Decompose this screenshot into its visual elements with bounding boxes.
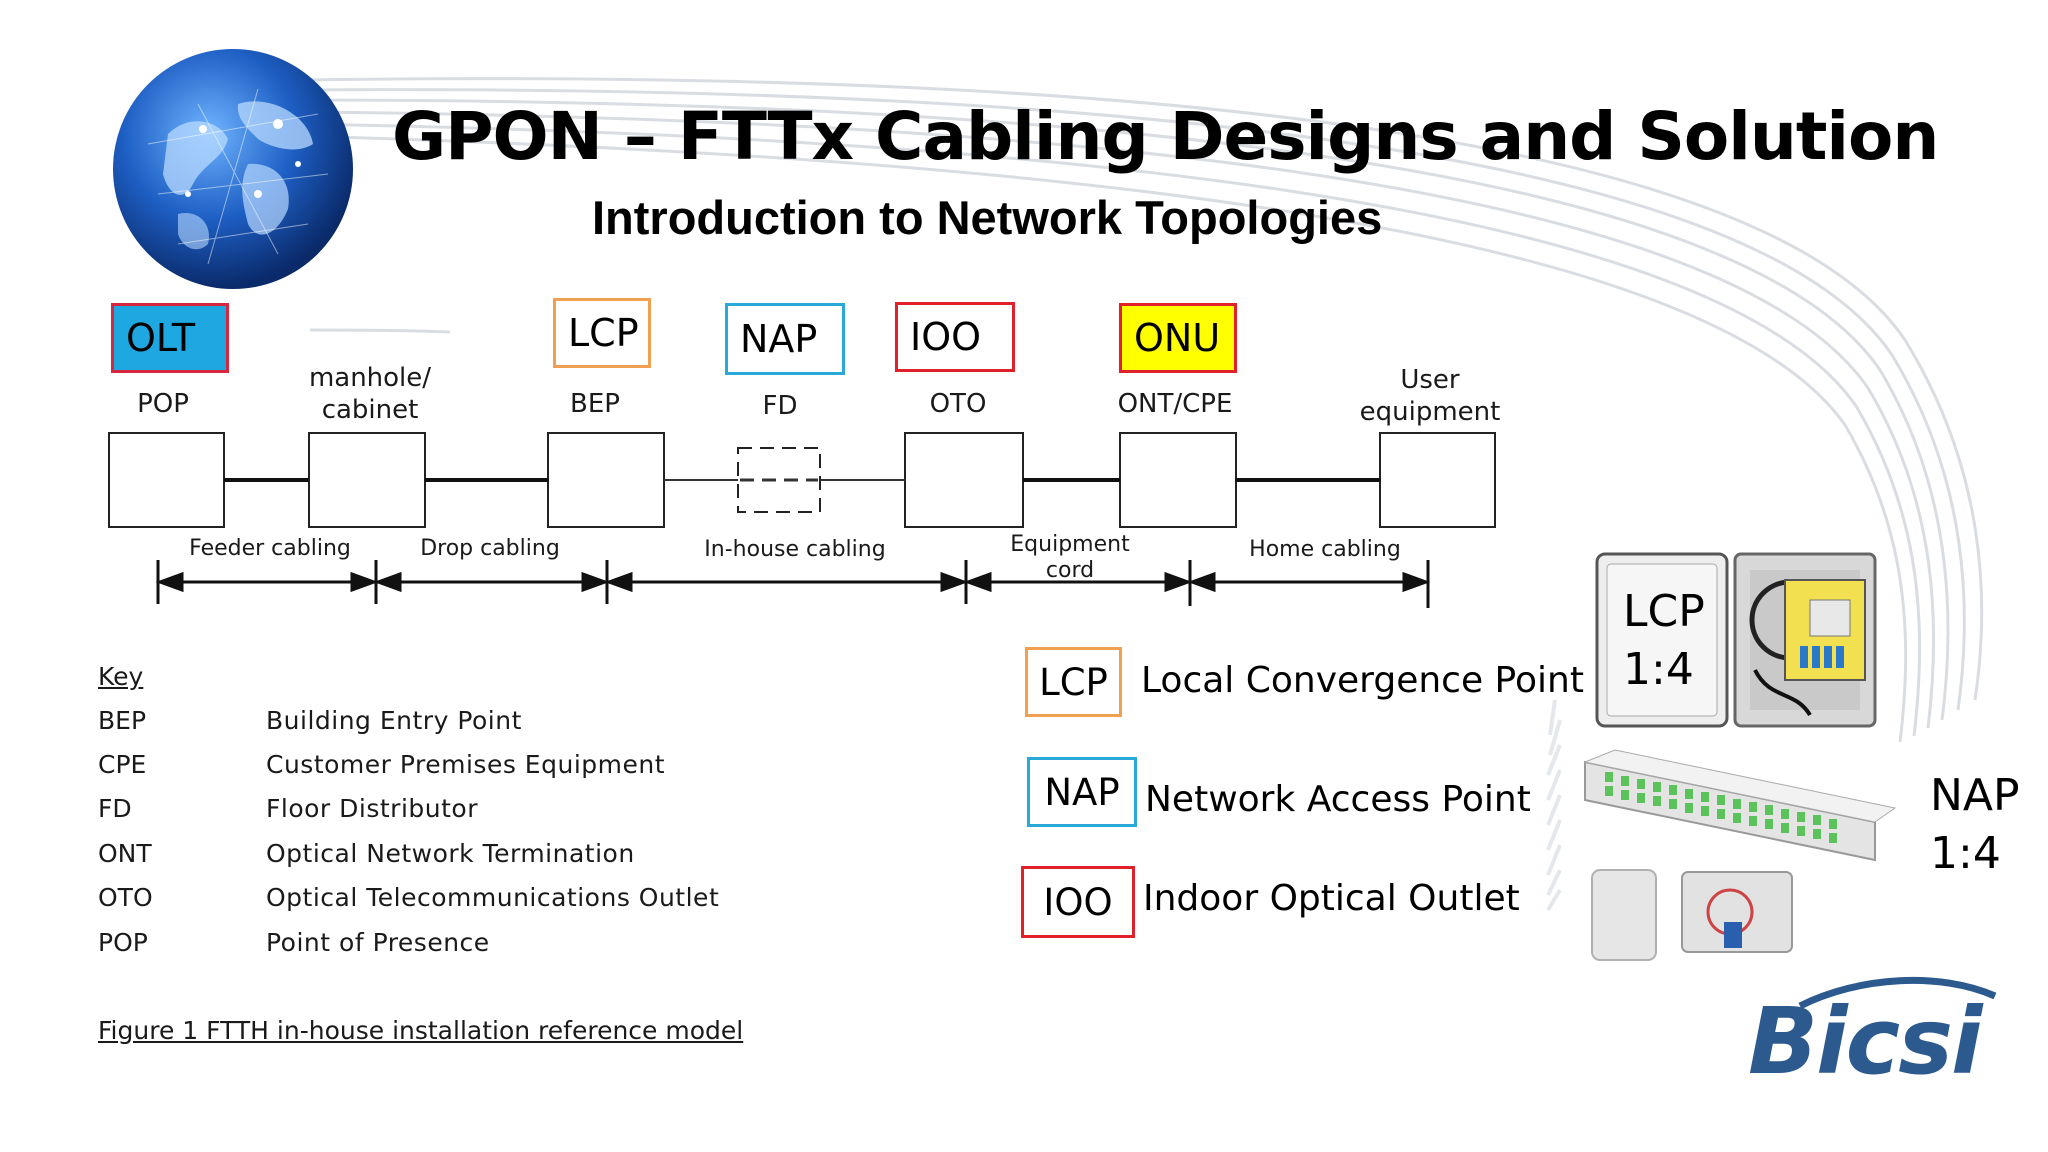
key-abbr-pop: POP	[98, 928, 148, 957]
key-def-bep: Building Entry Point	[266, 706, 522, 735]
legend-lcp-tag: LCP	[1025, 647, 1122, 717]
manhole-box	[308, 432, 426, 528]
nap-photo-label-1: NAP	[1930, 770, 2020, 821]
globe-icon	[113, 49, 353, 289]
segment-label-inhouse: In-house cabling	[704, 537, 886, 562]
key-def-fd: Floor Distributor	[266, 794, 478, 823]
lcp-tag: LCP	[553, 298, 651, 368]
nap-patch-panel-illustration	[1583, 749, 1897, 862]
ioo-tag: IOO	[895, 302, 1015, 372]
key-def-cpe: Customer Premises Equipment	[266, 750, 666, 779]
ont-box	[1119, 432, 1237, 528]
user-equipment-box	[1379, 432, 1496, 528]
segment-label-feeder: Feeder cabling	[189, 536, 351, 561]
key-abbr-cpe: CPE	[98, 750, 147, 779]
segment-label-equipment-2: cord	[1045, 558, 1095, 583]
key-abbr-bep: BEP	[98, 706, 147, 735]
key-def-ont: Optical Network Termination	[266, 839, 635, 868]
node-label-manhole-2: cabinet	[321, 395, 419, 425]
bicsi-logo: Bicsi	[1748, 988, 1982, 1095]
bep-box	[547, 432, 665, 528]
legend-nap-text: Network Access Point	[1145, 779, 1531, 820]
nap-tag: NAP	[725, 303, 845, 375]
key-def-pop: Point of Presence	[266, 928, 490, 957]
node-label-user-2: equipment	[1359, 397, 1501, 427]
pop-box	[108, 432, 225, 528]
key-heading: Key	[98, 662, 144, 691]
oto-box	[904, 432, 1024, 528]
ioo-outlet-illustration	[1591, 869, 1793, 961]
olt-tag: OLT	[111, 303, 229, 373]
lcp-enclosure-illustration	[1595, 552, 1877, 728]
lcp-photo-label-1: LCP	[1623, 586, 1705, 637]
nap-photo-label-2: 1:4	[1930, 828, 2001, 879]
key-abbr-ont: ONT	[98, 839, 152, 868]
node-label-pop: POP	[137, 389, 189, 419]
page-title: GPON – FTTx Cabling Designs and Solution	[392, 98, 1939, 175]
node-label-ont: ONT/CPE	[1117, 389, 1233, 419]
figure-caption: Figure 1 FTTH in-house installation refe…	[98, 1016, 744, 1045]
node-label-bep: BEP	[570, 389, 620, 419]
lcp-photo-label-2: 1:4	[1623, 644, 1694, 695]
onu-tag: ONU	[1119, 303, 1237, 373]
key-abbr-fd: FD	[98, 794, 132, 823]
node-label-fd: FD	[762, 391, 798, 421]
bicsi-logo-swoosh	[1798, 976, 1997, 1010]
segment-label-home: Home cabling	[1249, 537, 1401, 562]
page-subtitle: Introduction to Network Topologies	[592, 191, 1383, 244]
legend-nap-tag: NAP	[1027, 757, 1137, 827]
segment-label-equipment-1: Equipment	[1010, 532, 1130, 557]
legend-ioo-tag: IOO	[1021, 866, 1135, 938]
node-label-manhole-1: manhole/	[308, 363, 432, 393]
legend-lcp-text: Local Convergence Point	[1141, 660, 1584, 701]
key-abbr-oto: OTO	[98, 883, 153, 912]
node-label-user-1: User	[1400, 365, 1460, 395]
node-label-oto: OTO	[929, 389, 987, 419]
legend-ioo-text: Indoor Optical Outlet	[1143, 878, 1520, 919]
segment-label-drop: Drop cabling	[420, 536, 560, 561]
key-def-oto: Optical Telecommunications Outlet	[266, 883, 720, 912]
